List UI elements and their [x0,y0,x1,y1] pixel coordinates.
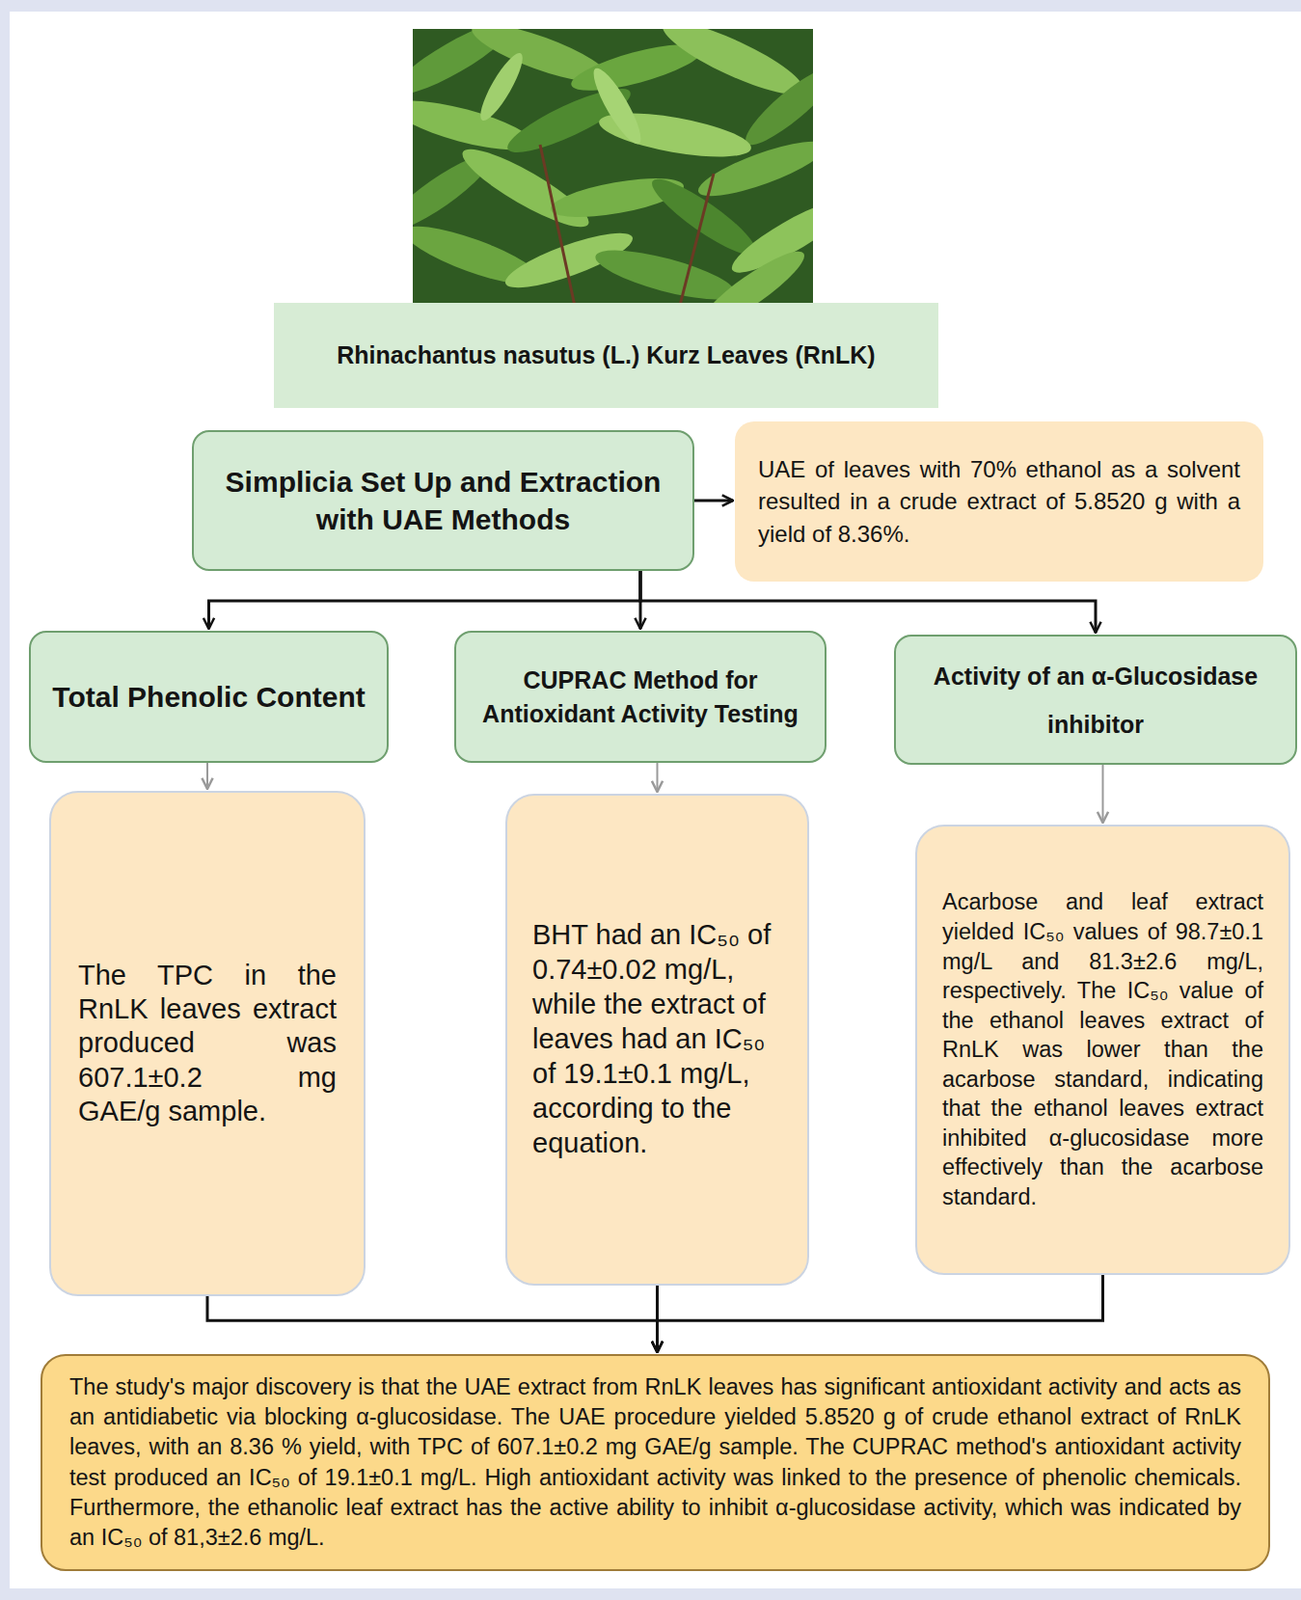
leaf [455,137,597,239]
node-text: The study's major discovery is that the … [69,1372,1242,1554]
node-text: BHT had an IC₅₀ of 0.74±0.02 mg/L, while… [532,918,783,1162]
leaf [736,57,814,155]
node-text: Total Phenolic Content [44,678,374,716]
connector [206,762,209,789]
result-box: Acarbose and leaf extract yielded IC₅₀ v… [915,824,1291,1275]
result-box: BHT had an IC₅₀ of 0.74±0.02 mg/L, while… [505,793,810,1286]
connector [656,762,659,792]
node-text: Acarbose and leaf extract yielded IC₅₀ v… [942,887,1264,1212]
leaf [586,63,649,150]
species-band: Rhinachantus nasutus (L.) Kurz Leaves (R… [273,302,939,408]
method-box: Total Phenolic Content [28,630,389,763]
connector [1102,764,1105,823]
leaf-group [412,28,814,325]
stem [540,144,579,325]
connector [209,570,642,629]
method-box: CUPRAC Method for Antioxidant Activity T… [454,630,827,763]
result-note: UAE of leaves with 70% ethanol as a solv… [734,421,1264,582]
node-text: Rhinachantus nasutus (L.) Kurz Leaves (R… [293,339,920,373]
node-text: Simplicia Set Up and Extraction with UAE… [207,462,679,539]
connector [657,1274,1104,1353]
connector [694,499,733,503]
leaf [473,48,529,125]
node-text: Activity of an α-Glucosidase inhibitor [909,651,1282,749]
connector [207,1296,658,1353]
result-box: The TPC in the RnLK leaves extract produ… [49,790,366,1297]
conclusion-box: The study's major discovery is that the … [40,1354,1271,1572]
method-box: Activity of an α-Glucosidase inhibitor [894,634,1298,765]
stem [675,173,714,325]
node-text: CUPRAC Method for Antioxidant Activity T… [469,663,812,732]
node-text: UAE of leaves with 70% ethanol as a solv… [758,453,1241,551]
node-text: The TPC in the RnLK leaves extract produ… [78,958,337,1130]
process-box: Simplicia Set Up and Extraction with UAE… [191,430,695,571]
leaf [693,131,814,207]
